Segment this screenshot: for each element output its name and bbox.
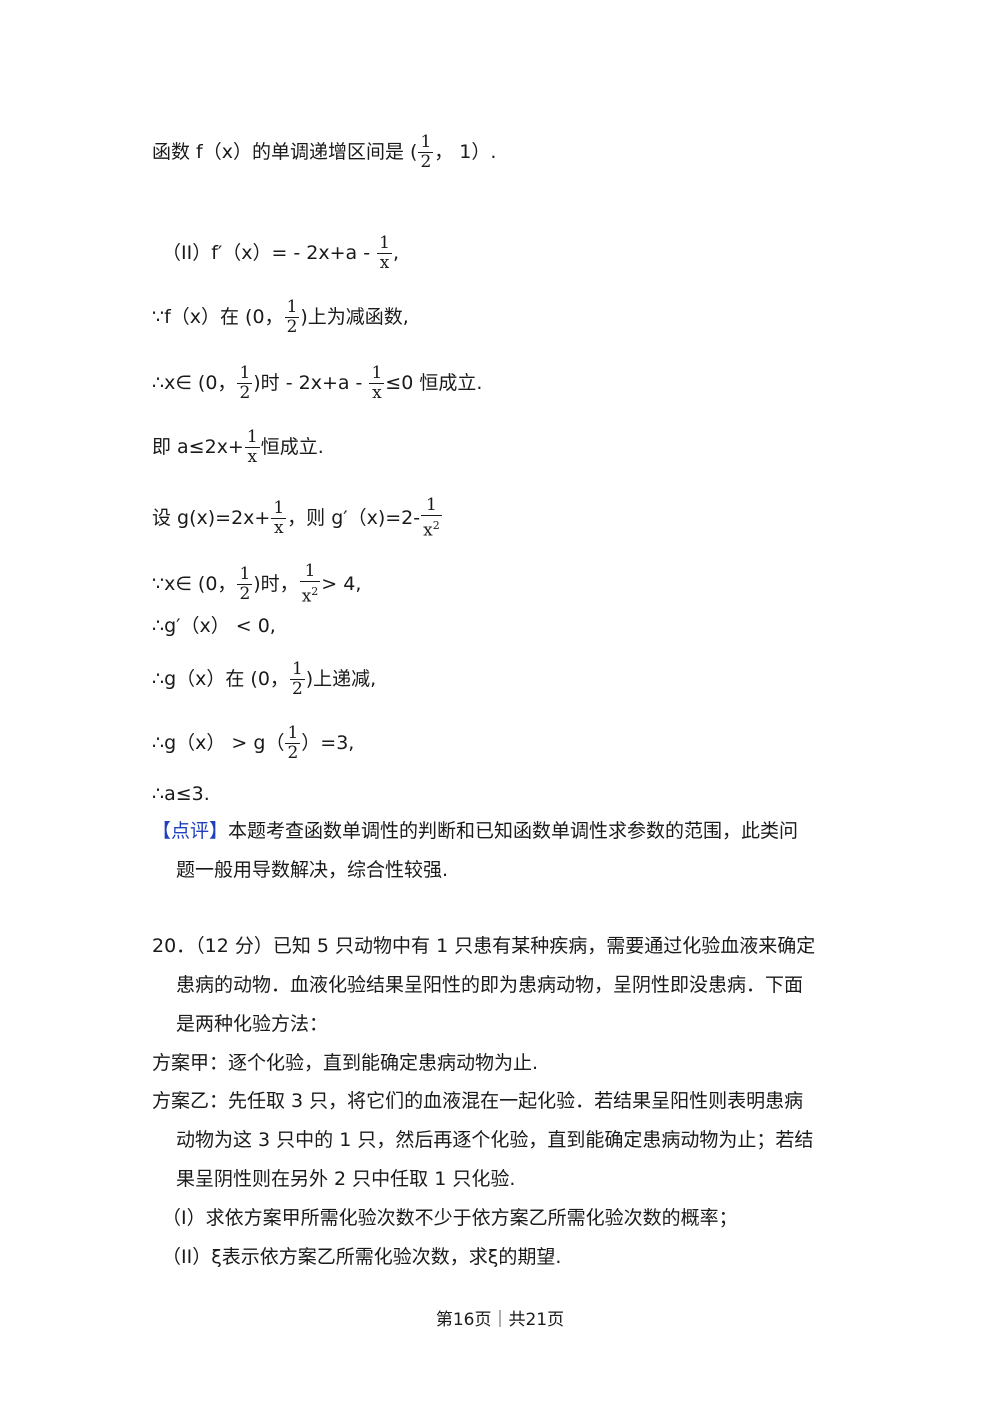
comment-tag: 【点评】 <box>152 820 229 842</box>
sub-question-1: （I）求依方案甲所需化验次数不少于依方案乙所需化验次数的概率； <box>162 1207 738 1229</box>
plan-b-line-3: 果呈阴性则在另外 2 只中任取 1 只化验. <box>176 1168 516 1190</box>
comment-line-2: 题一般用导数解决，综合性较强. <box>176 859 449 881</box>
plan-a-line: 方案甲：逐个化验，直到能确定患病动物为止. <box>152 1052 539 1074</box>
page-footer: 第16页｜共21页 <box>435 1310 565 1330</box>
plan-b-line-2: 动物为这 3 只中的 1 只，然后再逐个化验，直到能确定患病动物为止；若结 <box>176 1129 814 1151</box>
question-20-line-1: 20．（12 分）已知 5 只动物中有 1 只患有某种疾病，需要通过化验血液来确… <box>152 935 816 957</box>
solution-line-8: ∴g′（x） < 0, <box>152 615 276 637</box>
question-20-line-2: 患病的动物．血液化验结果呈阳性的即为患病动物，呈阴性即没患病．下面 <box>176 974 804 996</box>
sub-question-2: （II）ξ表示依方案乙所需化验次数，求ξ的期望. <box>162 1246 562 1268</box>
question-20-line-3: 是两种化验方法： <box>176 1013 329 1035</box>
solution-line-11: ∴a≤3. <box>152 783 210 805</box>
comment-line-1: 【点评】本题考查函数单调性的判断和已知函数单调性求参数的范围，此类问 <box>152 820 799 842</box>
plan-b-line-1: 方案乙：先任取 3 只，将它们的血液混在一起化验．若结果呈阳性则表明患病 <box>152 1090 804 1112</box>
